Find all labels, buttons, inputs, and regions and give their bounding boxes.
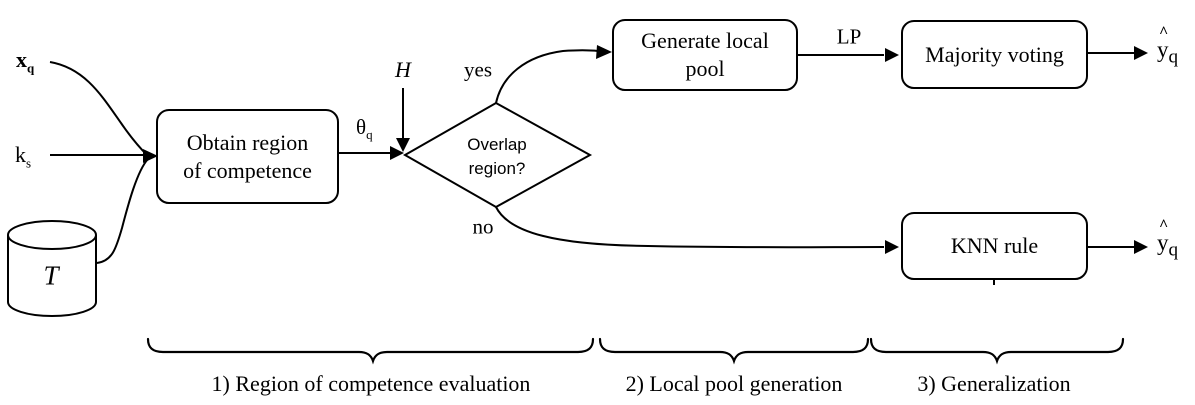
theta-base: θ bbox=[356, 115, 367, 139]
dataset-label: T bbox=[43, 260, 59, 291]
stage3-label: 3) Generalization bbox=[917, 371, 1071, 396]
edge-xq-curve bbox=[49, 61, 148, 156]
stage3-brace bbox=[869, 337, 1125, 365]
edge-label-hypothesis: H bbox=[395, 57, 411, 82]
edge-label-theta: θq bbox=[356, 115, 373, 143]
stage2-brace bbox=[598, 337, 870, 365]
output-yhat-top: ^yq bbox=[1157, 24, 1179, 69]
arrowhead-into-majority-voting bbox=[885, 48, 899, 62]
edge-label-no: no bbox=[472, 214, 494, 239]
majority-voting-label: Majority voting bbox=[925, 41, 1064, 67]
stage2-label: 2) Local pool generation bbox=[625, 371, 843, 396]
query-subscript: q bbox=[27, 60, 35, 76]
edge-no-curve bbox=[495, 206, 885, 249]
hat-accent-top: ^ bbox=[1159, 24, 1169, 41]
database-cylinder-body bbox=[7, 235, 97, 317]
query-base: x bbox=[16, 47, 27, 72]
output-yhat-bottom: ^yq bbox=[1157, 217, 1179, 262]
node-knn-rule: KNN rule bbox=[901, 212, 1088, 280]
decision-line2: region? bbox=[468, 159, 526, 178]
database-cylinder-top bbox=[7, 220, 97, 250]
theta-subscript: q bbox=[366, 127, 373, 143]
stage1-brace bbox=[146, 337, 595, 365]
decision-diamond-text: Overlap region? bbox=[467, 133, 527, 181]
input-query-label: xq bbox=[16, 47, 35, 76]
node-generate-local-pool: Generate local pool bbox=[612, 19, 798, 91]
yhat-top-subscript: q bbox=[1168, 46, 1179, 68]
arrowhead-into-knn bbox=[885, 240, 899, 254]
neighbors-base: k bbox=[15, 142, 26, 167]
node-majority-voting: Majority voting bbox=[901, 20, 1088, 89]
neighbors-subscript: s bbox=[26, 155, 32, 171]
generate-pool-line1: Generate local bbox=[641, 28, 769, 54]
obtain-region-line2: of competence bbox=[183, 157, 312, 183]
obtain-region-line1: Obtain region bbox=[186, 129, 309, 155]
stage1-label: 1) Region of competence evaluation bbox=[211, 371, 531, 396]
arrowhead-into-generate-pool bbox=[596, 45, 612, 59]
arrowhead-yhat-bottom bbox=[1134, 240, 1148, 254]
arrowhead-hypothesis-down bbox=[396, 138, 410, 152]
hat-accent-bottom: ^ bbox=[1159, 217, 1169, 234]
edge-dataset-curve bbox=[96, 158, 149, 264]
yhat-top-base: y bbox=[1157, 37, 1169, 62]
yhat-bottom-base: y bbox=[1157, 230, 1169, 255]
generate-pool-line2: pool bbox=[685, 56, 725, 81]
edge-label-yes: yes bbox=[464, 57, 492, 82]
edge-label-lp: LP bbox=[836, 24, 862, 49]
edge-yes-curve bbox=[495, 49, 599, 104]
arrowhead-into-obtain-region bbox=[143, 149, 158, 163]
node-obtain-region-of-competence: Obtain region of competence bbox=[156, 109, 339, 204]
decision-line1: Overlap bbox=[467, 135, 527, 155]
input-neighbors-label: ks bbox=[15, 142, 32, 171]
yhat-bottom-subscript: q bbox=[1168, 239, 1179, 261]
knn-rule-label: KNN rule bbox=[950, 233, 1039, 259]
arrowhead-yhat-top bbox=[1134, 46, 1148, 60]
decision-diamond-shape bbox=[402, 101, 593, 209]
arrowhead-into-diamond bbox=[390, 146, 404, 160]
